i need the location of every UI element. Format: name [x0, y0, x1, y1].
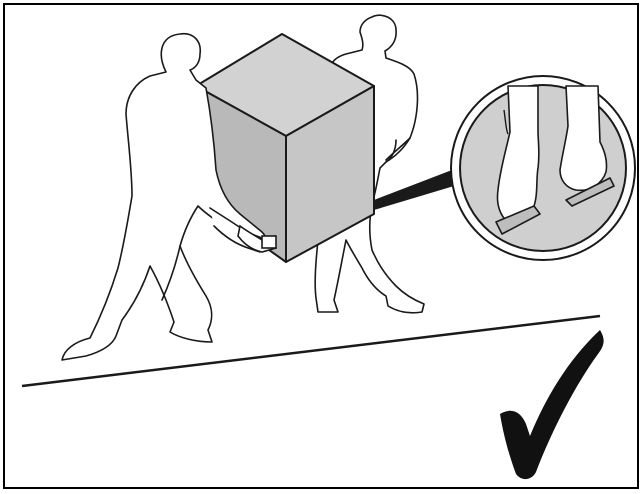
gloved-hands-detail: [451, 76, 635, 260]
checkmark-icon: [500, 330, 604, 479]
detail-pointer: [374, 170, 454, 210]
